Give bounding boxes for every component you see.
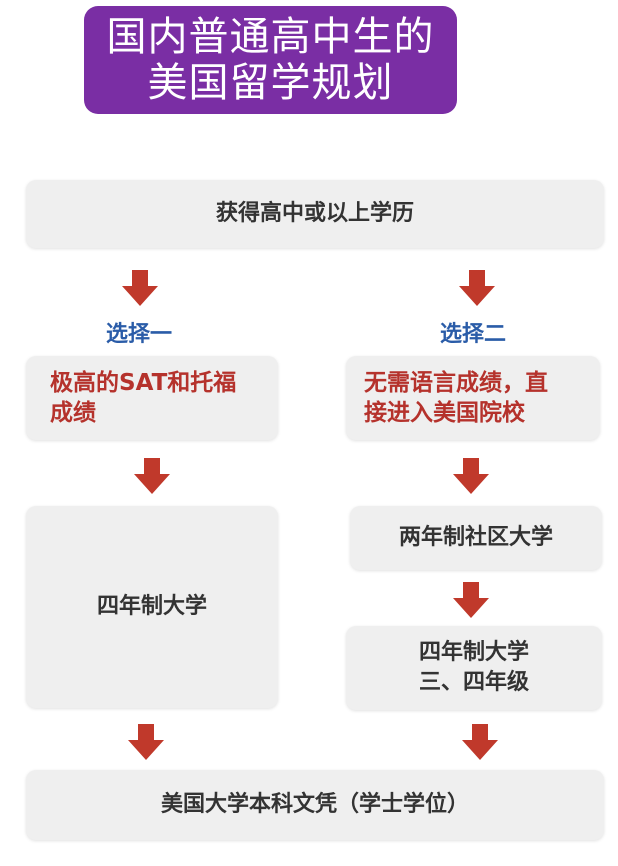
option-2-university-line-1: 四年制大学 — [418, 640, 529, 665]
option-2-community-college-node: 两年制社区大学 — [350, 506, 602, 570]
arrow-down-icon — [459, 270, 495, 306]
option-1-requirement-line-1: 极高的SAT和托福 — [50, 370, 237, 396]
arrow-down-icon — [134, 458, 170, 494]
title-line-1: 国内普通高中生的 — [106, 14, 435, 60]
option-2-requirement-node: 无需语言成绩，直 接进入美国院校 — [346, 356, 600, 440]
end-node: 美国大学本科文凭（学士学位） — [26, 770, 604, 840]
option-1-university-node: 四年制大学 — [26, 506, 278, 708]
option-1-requirement-node: 极高的SAT和托福 成绩 — [26, 356, 278, 440]
start-node: 获得高中或以上学历 — [26, 180, 604, 248]
option-2-label: 选择二 — [440, 322, 507, 347]
option-2-university-line-2: 三、四年级 — [418, 670, 529, 695]
start-node-text: 获得高中或以上学历 — [215, 201, 414, 226]
page-title: 国内普通高中生的 美国留学规划 — [84, 6, 457, 114]
end-node-text: 美国大学本科文凭（学士学位） — [160, 792, 469, 817]
option-2-requirement-line-1: 无需语言成绩，直 — [364, 370, 548, 396]
arrow-down-icon — [122, 270, 158, 306]
option-2-university-node: 四年制大学 三、四年级 — [346, 626, 602, 710]
option-1-label: 选择一 — [106, 322, 173, 347]
arrow-down-icon — [128, 724, 164, 760]
option-1-requirement-line-2: 成绩 — [50, 400, 96, 426]
arrow-down-icon — [453, 582, 489, 618]
option-1-university-text: 四年制大学 — [96, 594, 207, 619]
option-2-community-college-text: 两年制社区大学 — [398, 525, 553, 550]
arrow-down-icon — [462, 724, 498, 760]
arrow-down-icon — [453, 458, 489, 494]
title-line-2: 美国留学规划 — [147, 60, 394, 106]
option-2-requirement-line-2: 接进入美国院校 — [364, 400, 525, 426]
